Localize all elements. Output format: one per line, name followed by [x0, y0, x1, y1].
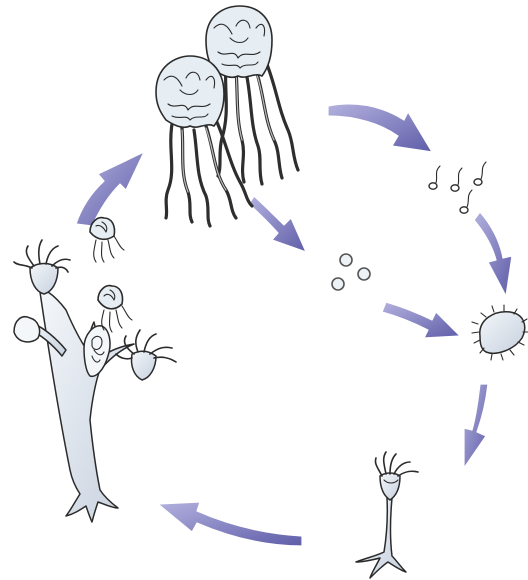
budding-medusa-upper — [90, 218, 124, 262]
polyp-colony — [14, 240, 176, 522]
arrow-colony-to-medusae — [76, 152, 144, 226]
egg — [340, 254, 352, 266]
arrow-young-polyp-to-colony — [158, 502, 302, 546]
sperm-cell — [451, 168, 462, 191]
arrow-planula-to-young-polyp — [464, 384, 488, 468]
sperm-cell — [474, 162, 486, 185]
sperm-cluster — [429, 162, 486, 213]
arrow-eggs-to-planula — [382, 302, 460, 338]
budding-medusa-lower — [98, 286, 132, 332]
young-polyp — [356, 452, 418, 578]
arrow-sperm-to-planula — [474, 212, 512, 296]
sperm-cell — [460, 190, 472, 213]
arrow-medusae-to-eggs — [249, 196, 306, 252]
sperm-cell — [429, 166, 440, 189]
planula-larva — [472, 305, 528, 360]
arrow-medusae-to-sperm — [328, 104, 432, 152]
egg — [332, 278, 344, 290]
egg-cluster — [332, 254, 370, 290]
egg — [358, 268, 370, 280]
